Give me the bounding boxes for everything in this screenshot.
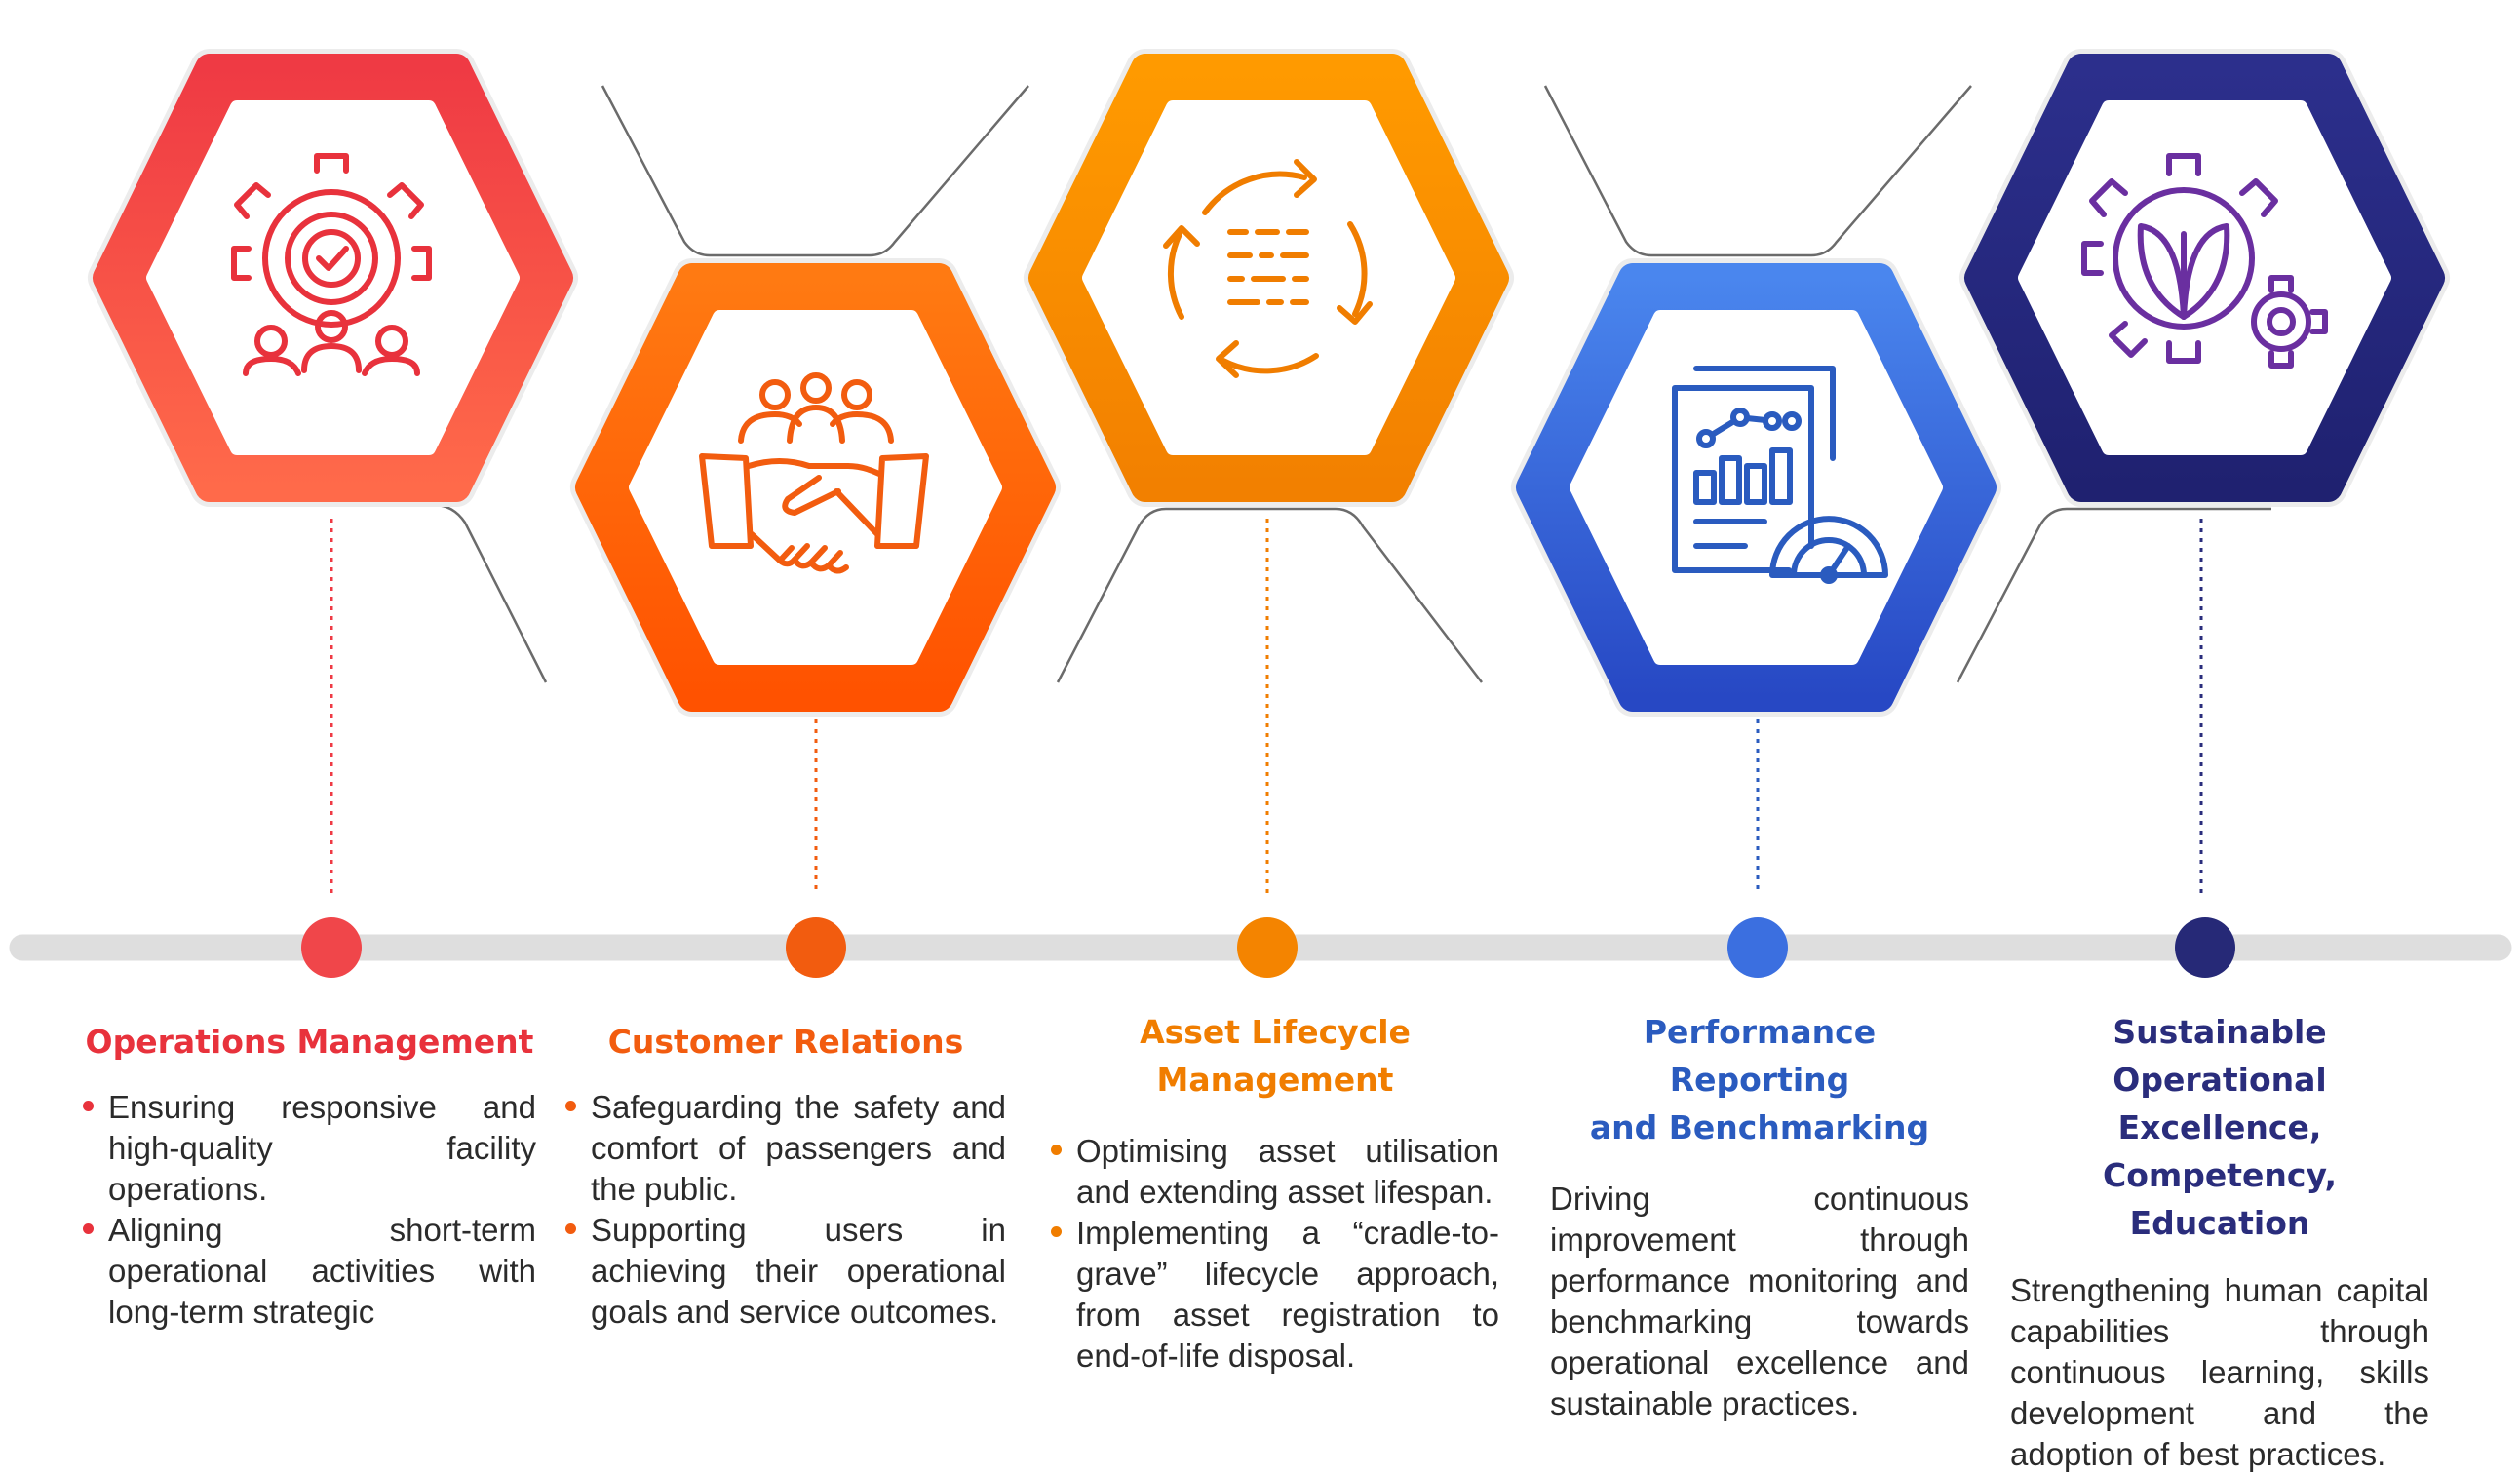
handshake-team-icon bbox=[699, 372, 929, 574]
title-performance: Performance Reporting and Benchmarking bbox=[1589, 1013, 1930, 1146]
dotted-connectors bbox=[330, 519, 2203, 895]
bullet-dot bbox=[83, 1223, 94, 1234]
bullet-item: Safeguarding the safety and comfort of p… bbox=[565, 1087, 1006, 1210]
text-sustainable: Strengthening human capital capabilities… bbox=[2010, 1272, 2429, 1472]
bullets-customer: Safeguarding the safety and comfort of p… bbox=[565, 1087, 1006, 1333]
timeline-dot-operations bbox=[301, 917, 362, 978]
bullet-item: Ensuring responsive and high-quality fac… bbox=[83, 1087, 536, 1210]
column-performance: Performance Reporting and Benchmarking D… bbox=[1550, 1008, 1969, 1424]
leaf-gear-icon bbox=[2081, 153, 2328, 369]
bullet-dot bbox=[83, 1101, 94, 1111]
title-operations: Operations Management bbox=[85, 1023, 534, 1061]
bullet-dot bbox=[1051, 1226, 1062, 1237]
bullet-item: Implementing a “cradle-to-grave” lifecyc… bbox=[1051, 1213, 1499, 1377]
bullets-operations: Ensuring responsive and high-quality fac… bbox=[83, 1087, 536, 1333]
gear-team-check-icon bbox=[231, 153, 432, 376]
hex-customer bbox=[570, 258, 1061, 717]
title-sustainable: Sustainable Operational Excellence, Comp… bbox=[2103, 1013, 2337, 1242]
timeline-dots bbox=[301, 917, 2235, 978]
hex-operations bbox=[88, 49, 578, 507]
timeline-dot-customer bbox=[786, 917, 846, 978]
timeline-dot-sustainable bbox=[2175, 917, 2235, 978]
timeline-dot-performance bbox=[1727, 917, 1788, 978]
bullet-dot bbox=[1051, 1145, 1062, 1155]
title-asset: Asset Lifecycle Management bbox=[1140, 1013, 1411, 1099]
timeline-dot-asset bbox=[1237, 917, 1298, 978]
text-performance: Driving continuous improvement through p… bbox=[1550, 1181, 1969, 1421]
column-operations: Operations Management Ensuring responsiv… bbox=[83, 1018, 536, 1333]
bullet-dot bbox=[565, 1223, 576, 1234]
hex-sustainable bbox=[1959, 49, 2450, 507]
lifecycle-cycle-icon bbox=[1163, 159, 1373, 378]
bullet-item: Supporting users in achieving their oper… bbox=[565, 1210, 1006, 1333]
connector-lines bbox=[244, 85, 2271, 683]
column-asset: Asset Lifecycle Management Optimising as… bbox=[1051, 1008, 1499, 1377]
column-customer: Customer Relations Safeguarding the safe… bbox=[565, 1018, 1006, 1333]
bullet-item: Aligning short-term operational activiti… bbox=[83, 1210, 536, 1333]
bullets-asset: Optimising asset utilisation and extendi… bbox=[1051, 1131, 1499, 1377]
column-sustainable: Sustainable Operational Excellence, Comp… bbox=[2010, 1008, 2429, 1475]
title-customer: Customer Relations bbox=[607, 1023, 964, 1061]
bullet-item: Optimising asset utilisation and extendi… bbox=[1051, 1131, 1499, 1213]
bullet-dot bbox=[565, 1101, 576, 1111]
report-dashboard-icon bbox=[1672, 366, 1888, 584]
hex-performance bbox=[1511, 258, 2001, 717]
